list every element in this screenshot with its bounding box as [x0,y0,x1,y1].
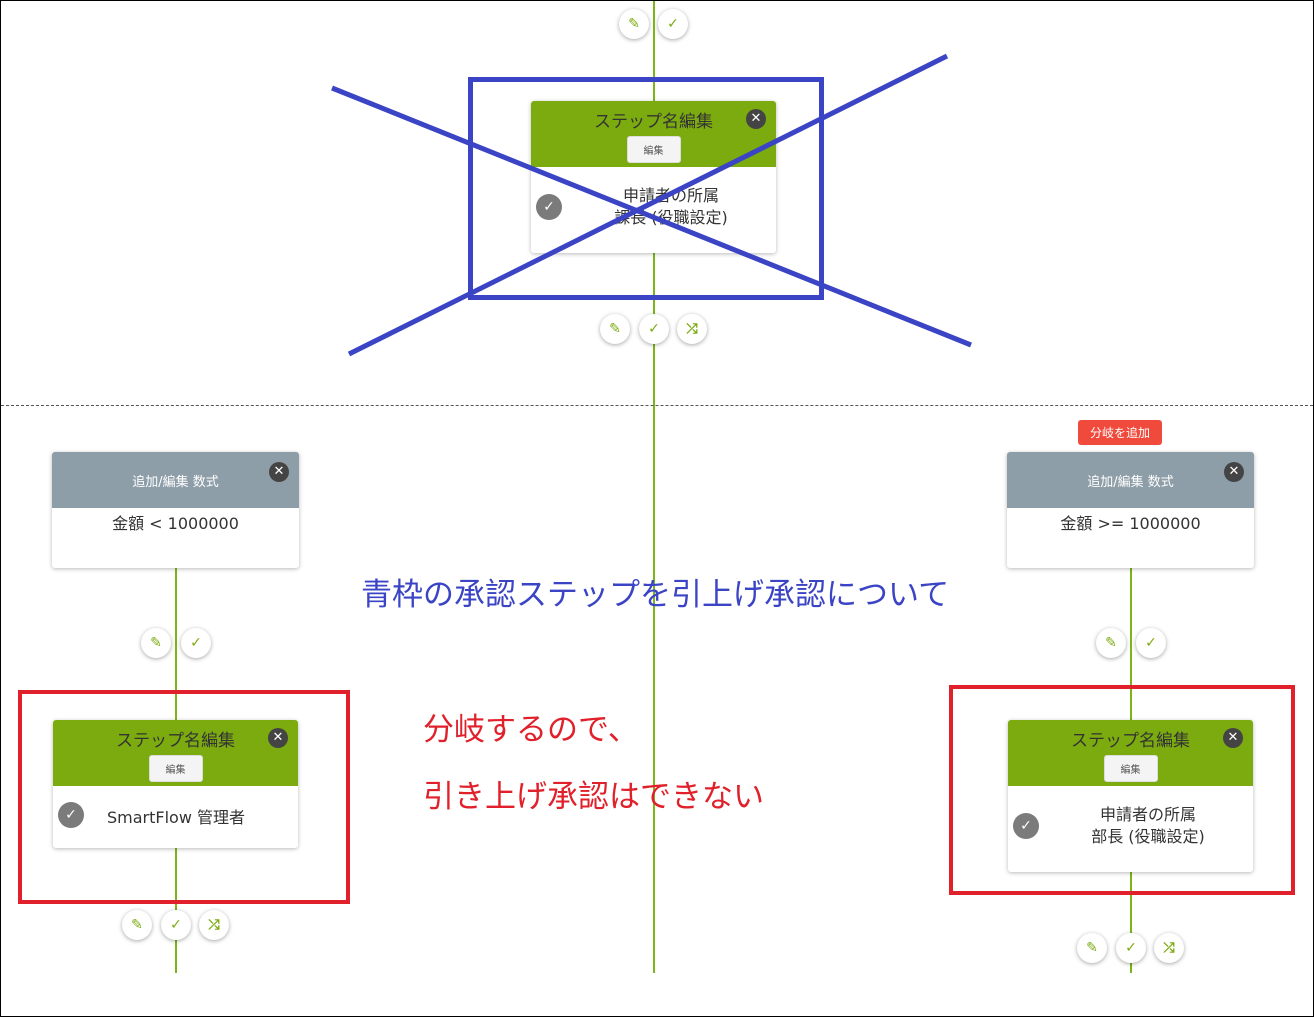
approve-button[interactable]: ✓ [1136,628,1166,658]
blue-note: 青枠の承認ステップを引上げ承認について [361,577,950,613]
pencil-icon: ✎ [609,321,621,337]
step-card-header: ステップ名編集 編集 ✕ [53,720,298,786]
edit-step-button[interactable]: ✎ [122,910,152,940]
shuffle-icon: ⤮ [208,917,220,933]
approver-line-2: 部長 (役職設定) [1091,827,1205,846]
condition-card-left[interactable]: 追加/編集 数式 ✕ 金額 < 1000000 [52,452,299,568]
check-circle-icon: ✓ [1013,813,1039,839]
check-icon: ✓ [170,917,182,933]
edit-step-button[interactable]: ✎ [141,628,171,658]
condition-expression: 金額 >= 1000000 [1060,514,1201,533]
pencil-icon: ✎ [1086,940,1098,956]
shuffle-icon: ⤮ [1163,940,1175,956]
close-icon[interactable]: ✕ [268,728,288,748]
step-card-body: ✓ SmartFlow 管理者 [53,786,298,848]
pencil-icon: ✎ [1105,635,1117,651]
blue-highlight-box [468,77,824,300]
add-branch-button[interactable]: 分岐を追加 [1078,420,1163,445]
edit-name-button[interactable]: 編集 [148,755,203,782]
main-flow-line [653,1,655,973]
close-icon[interactable]: ✕ [1223,728,1243,748]
edit-name-button[interactable]: 編集 [1103,755,1158,782]
condition-card-header: 追加/編集 数式 ✕ [52,452,299,508]
red-highlight-box-left [18,690,350,904]
approve-button[interactable]: ✓ [181,628,211,658]
approve-button[interactable]: ✓ [1116,933,1146,963]
edit-step-button[interactable]: ✎ [1096,628,1126,658]
shuffle-icon: ⤮ [686,321,698,337]
step-card-header: ステップ名編集 編集 ✕ [1008,720,1253,786]
edit-step-button[interactable]: ✎ [600,314,630,344]
check-icon: ✓ [1145,635,1157,651]
edit-step-button[interactable]: ✎ [1077,933,1107,963]
step-title: ステップ名編集 [1071,731,1190,751]
approve-button[interactable]: ✓ [161,910,191,940]
check-circle-icon: ✓ [58,802,84,828]
check-icon: ✓ [667,16,679,32]
check-icon: ✓ [648,321,660,337]
condition-title: 追加/編集 数式 [132,475,219,490]
check-icon: ✓ [190,635,202,651]
edit-step-button[interactable]: ✎ [619,9,649,39]
step-card-right[interactable]: ステップ名編集 編集 ✕ ✓ 申請者の所属 部長 (役職設定) [1008,720,1253,872]
red-highlight-box-right [949,685,1295,895]
approve-button[interactable]: ✓ [658,9,688,39]
approve-button[interactable]: ✓ [639,314,669,344]
condition-card-header: 追加/編集 数式 ✕ [1007,452,1254,508]
red-note-line-1: 分岐するので、 [423,712,639,748]
pencil-icon: ✎ [131,917,143,933]
step-card-body: ✓ 申請者の所属 部長 (役職設定) [1008,786,1253,872]
pencil-icon: ✎ [628,16,640,32]
step-title: ステップ名編集 [116,731,235,751]
pencil-icon: ✎ [150,635,162,651]
approver-line-1: 申請者の所属 [1099,805,1196,824]
condition-title: 追加/編集 数式 [1087,475,1174,490]
shuffle-button[interactable]: ⤮ [199,910,229,940]
close-icon[interactable]: ✕ [269,462,289,482]
close-icon[interactable]: ✕ [1224,462,1244,482]
shuffle-button[interactable]: ⤮ [1154,933,1184,963]
approver-name: SmartFlow 管理者 [107,808,246,827]
condition-card-right[interactable]: 追加/編集 数式 ✕ 金額 >= 1000000 [1007,452,1254,568]
branch-divider [1,405,1313,406]
red-note-line-2: 引き上げ承認はできない [423,779,764,815]
check-icon: ✓ [1125,940,1137,956]
condition-expression: 金額 < 1000000 [112,514,239,533]
shuffle-button[interactable]: ⤮ [677,314,707,344]
step-card-left[interactable]: ステップ名編集 編集 ✕ ✓ SmartFlow 管理者 [53,720,298,848]
